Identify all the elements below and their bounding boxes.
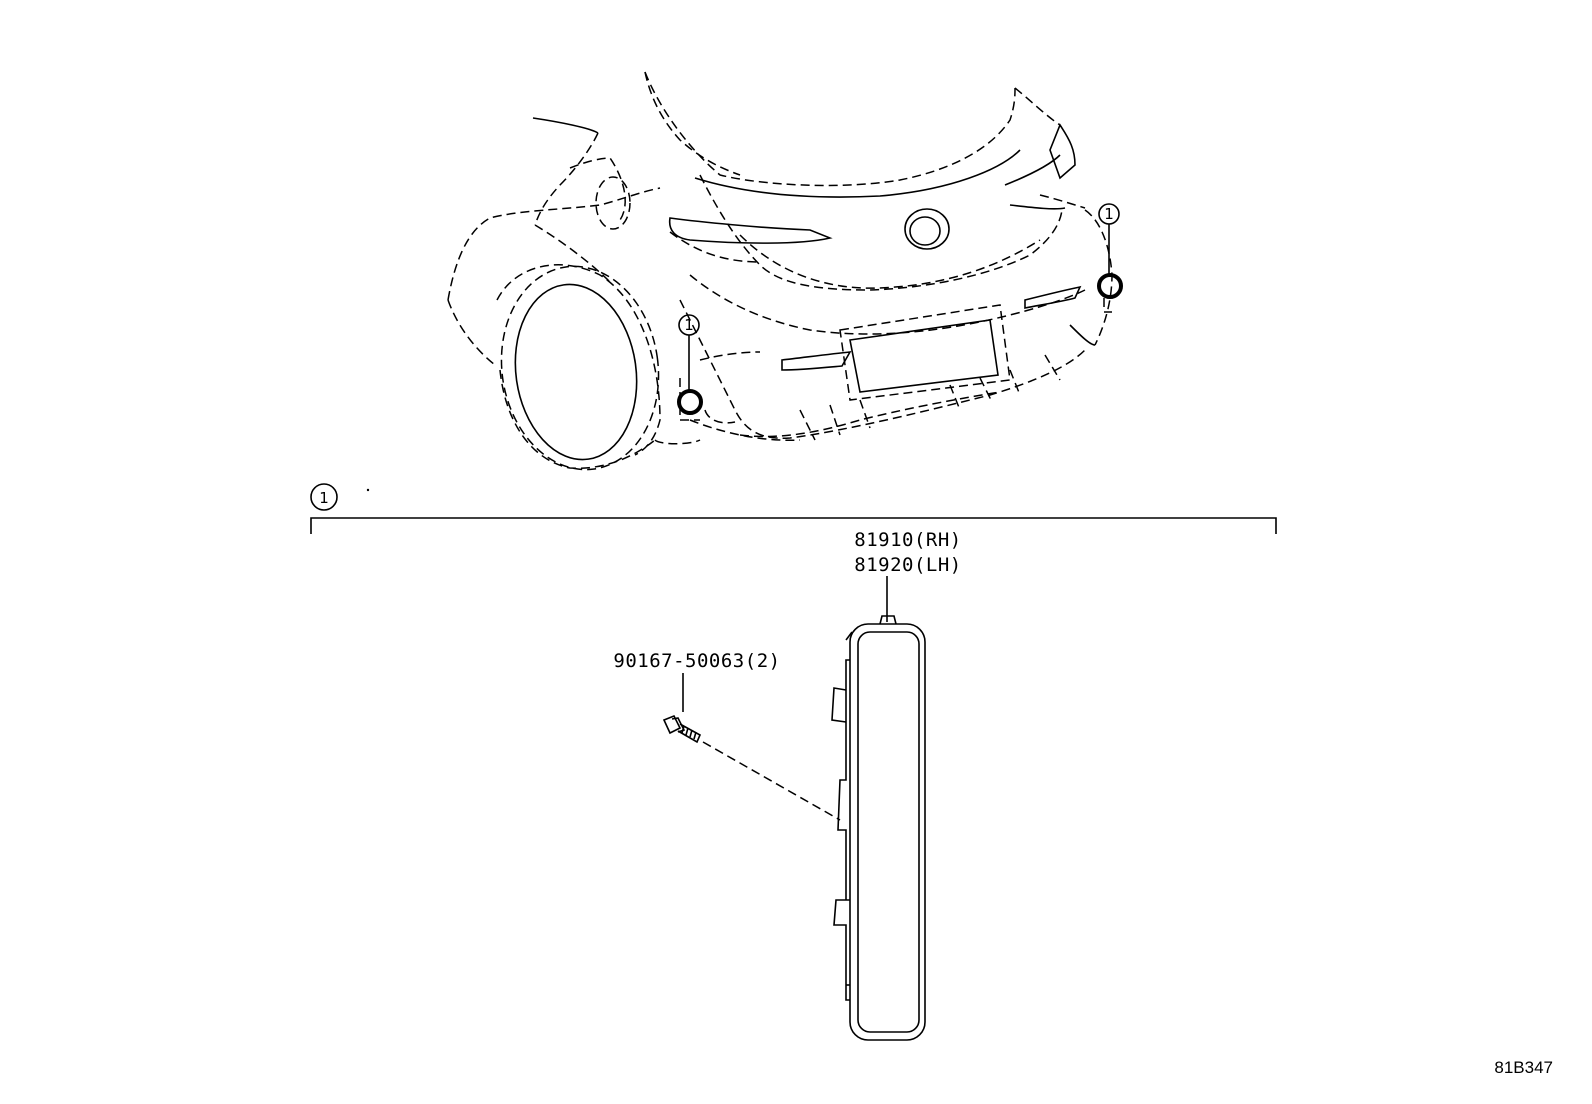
- group-callout-number: 1: [319, 489, 329, 507]
- screw-icon: [662, 714, 702, 744]
- screw-install-line: [702, 741, 841, 821]
- callout-left-number: 1: [684, 316, 694, 334]
- callout-right: 1: [1097, 203, 1123, 313]
- rear-reflector-illustration: [831, 615, 926, 1041]
- group-bracket: 1: [310, 483, 1277, 534]
- part-label-81910-rh: 81910(RH): [854, 529, 961, 551]
- part-label-screw: 90167-50063(2): [613, 650, 780, 672]
- illustration-code: 81B347: [1494, 1058, 1553, 1077]
- part-label-81920-lh: 81920(LH): [854, 554, 961, 576]
- callout-left: 1: [677, 314, 703, 421]
- callout-right-number: 1: [1104, 205, 1114, 223]
- car-rear-illustration: [447, 71, 1113, 471]
